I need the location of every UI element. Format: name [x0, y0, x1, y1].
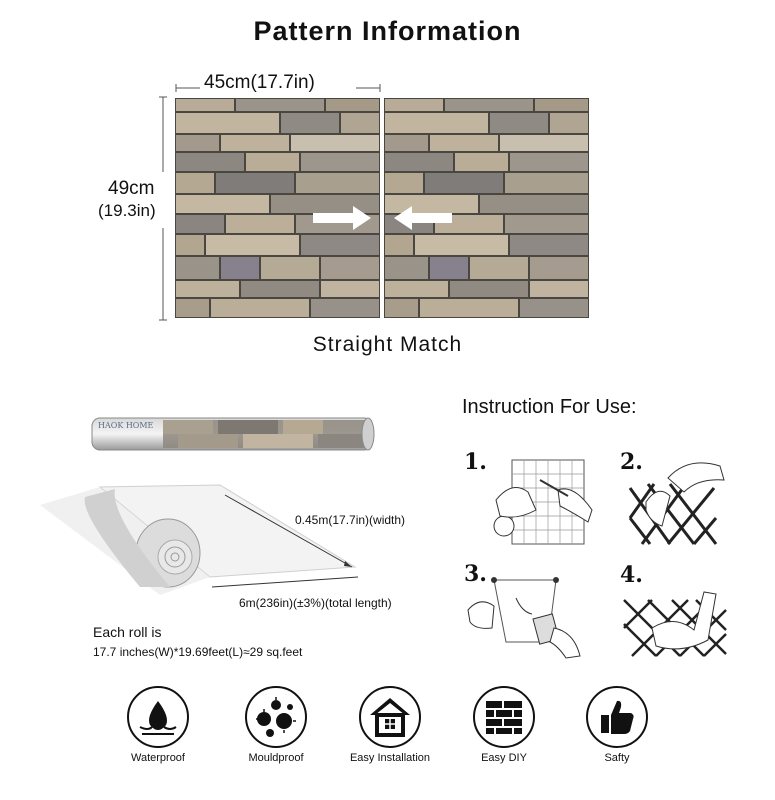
stone-pattern-right [384, 98, 589, 318]
unrolled-diagram [40, 484, 359, 595]
width-dimension: 45cm(17.7in) [204, 72, 315, 93]
thumbs-up-icon [601, 700, 634, 734]
mouldproof-badge [245, 686, 307, 748]
instruction-title: Instruction For Use: [462, 396, 637, 418]
height-dimension-in: (19.3in) [98, 201, 156, 220]
house-icon [370, 698, 410, 737]
waterproof-badge [127, 686, 189, 748]
each-roll-line2: 17.7 inches(W)*19.69feet(L)≈29 sq.feet [93, 645, 303, 659]
brick-wall-icon [486, 701, 522, 734]
easy-installation-badge [359, 686, 421, 748]
safety-badge [586, 686, 648, 748]
rolled-wallpaper-image [91, 417, 375, 451]
step-3-apply-illustration [467, 577, 581, 659]
step-number-4: 4. [620, 562, 643, 588]
stone-panel-left [175, 98, 380, 318]
roll-width-label: 0.45m(17.7in)(width) [295, 513, 406, 527]
stone-panel-right [384, 98, 589, 318]
page-title: Pattern Information [253, 16, 522, 46]
step-4-smooth-illustration [623, 591, 727, 657]
stone-pattern-left [175, 98, 380, 318]
roll-brand: HAOK HOME [98, 421, 154, 430]
mould-icon [256, 697, 296, 737]
step-1-measure-illustration [493, 459, 593, 545]
height-dimension-cm: 49cm [108, 178, 155, 199]
water-drop-icon [139, 701, 177, 735]
feature-label-mouldproof: Mouldproof [248, 752, 304, 764]
feature-label-safty: Safty [604, 752, 630, 764]
feature-label-easy-diy: Easy DIY [481, 752, 527, 764]
straight-match-label: Straight Match [312, 333, 463, 356]
feature-label-waterproof: Waterproof [130, 752, 185, 764]
step-2-peel-illustration [628, 462, 725, 545]
step-number-1: 1. [464, 449, 487, 475]
roll-length-label: 6m(236in)(±3%)(total length) [239, 596, 392, 610]
feature-label-easy-installation: Easy Installation [349, 752, 431, 764]
step-number-2: 2. [620, 449, 643, 475]
step-number-3: 3. [464, 561, 487, 587]
easy-diy-badge [473, 686, 535, 748]
each-roll-line1: Each roll is [93, 624, 162, 640]
